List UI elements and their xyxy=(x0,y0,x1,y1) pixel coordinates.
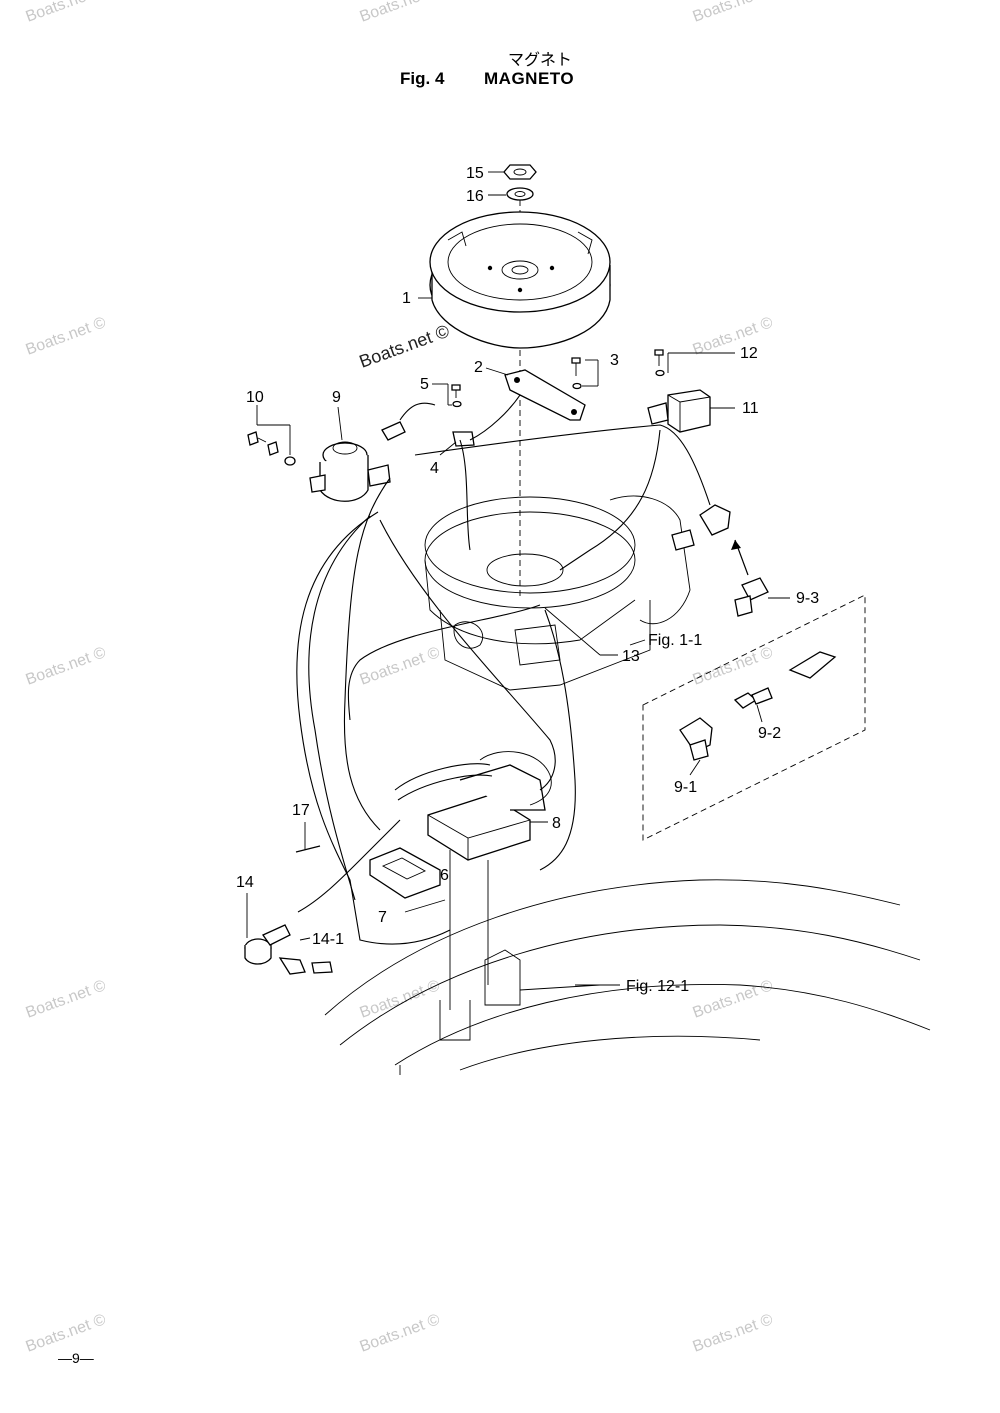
stop-switch-clip xyxy=(278,957,333,975)
callout-15: 15 xyxy=(466,165,484,182)
ignition-coil xyxy=(309,421,406,502)
cable-tie xyxy=(295,845,321,853)
callout-7: 7 xyxy=(378,909,387,926)
wire-clamp xyxy=(452,431,475,447)
stop-switch xyxy=(244,924,291,965)
watermark: Boats.net © xyxy=(358,1311,443,1356)
figure-title: MAGNETO xyxy=(484,69,575,88)
watermark: Boats.net © xyxy=(691,314,776,359)
callout-1: 1 xyxy=(402,290,411,307)
cdi-bracket xyxy=(369,847,441,899)
watermark: Boats.net © xyxy=(691,1311,776,1356)
pulser-screws xyxy=(571,357,582,390)
watermark: Boats.net © xyxy=(691,644,776,689)
watermark: Boats.net © xyxy=(358,0,443,26)
rectifier xyxy=(647,389,711,433)
flywheel-nut xyxy=(503,164,537,180)
callout-10: 10 xyxy=(246,389,264,406)
title-japanese: マグネト xyxy=(507,50,572,69)
leader-lines xyxy=(246,171,790,986)
callout-9-2: 9-2 xyxy=(758,725,781,742)
callout-17: 17 xyxy=(292,802,310,819)
watermark: Boats.net © xyxy=(24,314,109,359)
watermark: Boats.net © xyxy=(358,977,443,1022)
watermark: Boats.net © xyxy=(691,0,776,26)
callouts: 15 16 1 2 3 5 4 12 11 10 9 9-3 9-2 9-1 8… xyxy=(236,165,819,995)
rectifier-screw xyxy=(654,349,665,377)
callout-14-1: 14-1 xyxy=(312,931,344,948)
callout-3: 3 xyxy=(610,352,619,369)
clamp-screw xyxy=(451,384,462,408)
reference-fig-1-1: Fig. 1-1 xyxy=(648,632,702,649)
arrow-head xyxy=(731,540,741,550)
cdi-unit xyxy=(427,751,552,861)
watermark: Boats.net © xyxy=(24,0,109,26)
watermarks: Boats.net © Boats.net © Boats.net © Boat… xyxy=(24,0,776,1356)
watermark-main: Boats.net © xyxy=(357,321,452,372)
plug-terminal-9-2 xyxy=(733,651,837,709)
callout-5: 5 xyxy=(420,376,429,393)
callout-2: 2 xyxy=(474,359,483,376)
callout-8: 8 xyxy=(552,815,561,832)
wiring-harness xyxy=(296,394,711,945)
reference-fig-12-1: Fig. 12-1 xyxy=(626,978,689,995)
engine-base-outline xyxy=(324,879,931,1075)
callout-9-1: 9-1 xyxy=(674,779,697,796)
watermark: Boats.net © xyxy=(24,644,109,689)
callout-12: 12 xyxy=(740,345,758,362)
flywheel-washer xyxy=(506,187,534,201)
watermark: Boats.net © xyxy=(24,977,109,1022)
coil-mounting-screws xyxy=(247,431,296,466)
watermark: Boats.net © xyxy=(691,977,776,1022)
callout-9-3: 9-3 xyxy=(796,590,819,607)
callout-14: 14 xyxy=(236,874,254,891)
plug-cap-9-1 xyxy=(679,717,713,761)
callout-16: 16 xyxy=(466,188,484,205)
crankcase-stator-base xyxy=(424,495,691,691)
pulser-coil xyxy=(504,369,586,421)
flywheel xyxy=(429,211,611,349)
callout-6: 6 xyxy=(440,867,449,884)
callout-11: 11 xyxy=(742,400,759,417)
callout-13: 13 xyxy=(622,648,640,665)
page-number: —9— xyxy=(58,1350,94,1366)
callout-4: 4 xyxy=(430,460,439,477)
callout-9: 9 xyxy=(332,389,341,406)
figure-number: Fig. 4 xyxy=(400,69,445,88)
plug-cap-9-3 xyxy=(734,577,769,617)
inset-dashed-box xyxy=(642,594,866,841)
spark-plug-cap xyxy=(671,504,731,551)
watermark: Boats.net © xyxy=(358,644,443,689)
